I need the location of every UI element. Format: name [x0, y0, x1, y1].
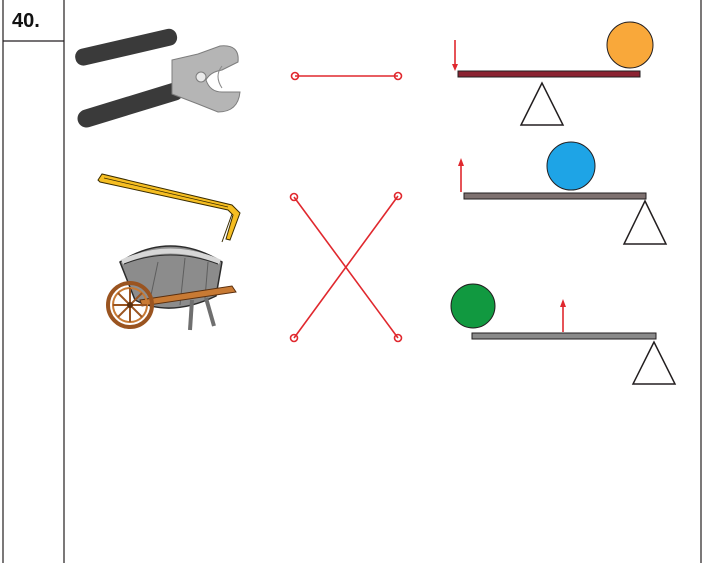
question-number: 40. — [12, 10, 40, 32]
lever-diagram-3 — [450, 283, 677, 385]
lever-diagram-2 — [458, 141, 668, 245]
match-lines — [289, 71, 403, 343]
pliers-image — [75, 28, 241, 128]
match-line-cross-b — [293, 195, 399, 339]
lever-diagram-1 — [452, 21, 654, 126]
crowbar-image — [97, 173, 241, 243]
wheelbarrow-image — [106, 245, 237, 331]
